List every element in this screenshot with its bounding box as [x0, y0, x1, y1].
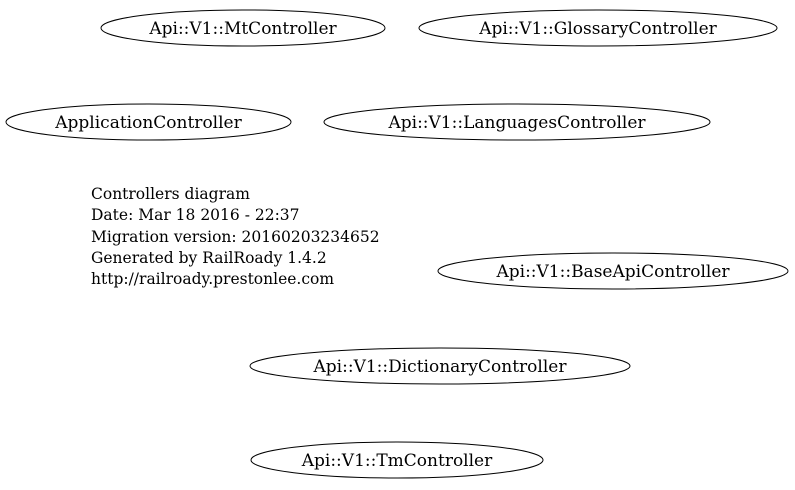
node-glossary-controller-ellipse — [418, 9, 778, 47]
node-languages-controller: Api::V1::LanguagesController — [323, 103, 711, 141]
node-dictionary-controller: Api::V1::DictionaryController — [249, 347, 631, 385]
node-dictionary-controller-ellipse — [249, 347, 631, 385]
node-tm-controller: Api::V1::TmController — [250, 441, 544, 479]
info-migration-version: Migration version: 20160203234652 — [91, 228, 380, 246]
node-tm-controller-ellipse — [250, 441, 544, 479]
node-glossary-controller-label: Api::V1::GlossaryController — [478, 19, 717, 39]
node-tm-controller-label: Api::V1::TmController — [301, 451, 493, 471]
node-languages-controller-ellipse — [323, 103, 711, 141]
node-dictionary-controller-label: Api::V1::DictionaryController — [313, 357, 568, 377]
info-url: http://railroady.prestonlee.com — [91, 270, 334, 288]
info-date: Date: Mar 18 2016 - 22:37 — [91, 206, 300, 224]
node-base-api-controller-ellipse — [437, 252, 789, 290]
info-title: Controllers diagram — [91, 185, 250, 203]
node-application-controller: ApplicationController — [5, 103, 292, 141]
diagram-info: Controllers diagram Date: Mar 18 2016 - … — [91, 185, 380, 288]
node-mt-controller-label: Api::V1::MtController — [148, 19, 337, 39]
node-base-api-controller: Api::V1::BaseApiController — [437, 252, 789, 290]
node-languages-controller-label: Api::V1::LanguagesController — [387, 113, 646, 133]
node-application-controller-ellipse — [5, 103, 292, 141]
node-glossary-controller: Api::V1::GlossaryController — [418, 9, 778, 47]
node-mt-controller-ellipse — [100, 9, 386, 47]
node-application-controller-label: ApplicationController — [54, 113, 242, 133]
info-generator: Generated by RailRoady 1.4.2 — [91, 249, 327, 267]
node-base-api-controller-label: Api::V1::BaseApiController — [495, 262, 730, 282]
node-mt-controller: Api::V1::MtController — [100, 9, 386, 47]
